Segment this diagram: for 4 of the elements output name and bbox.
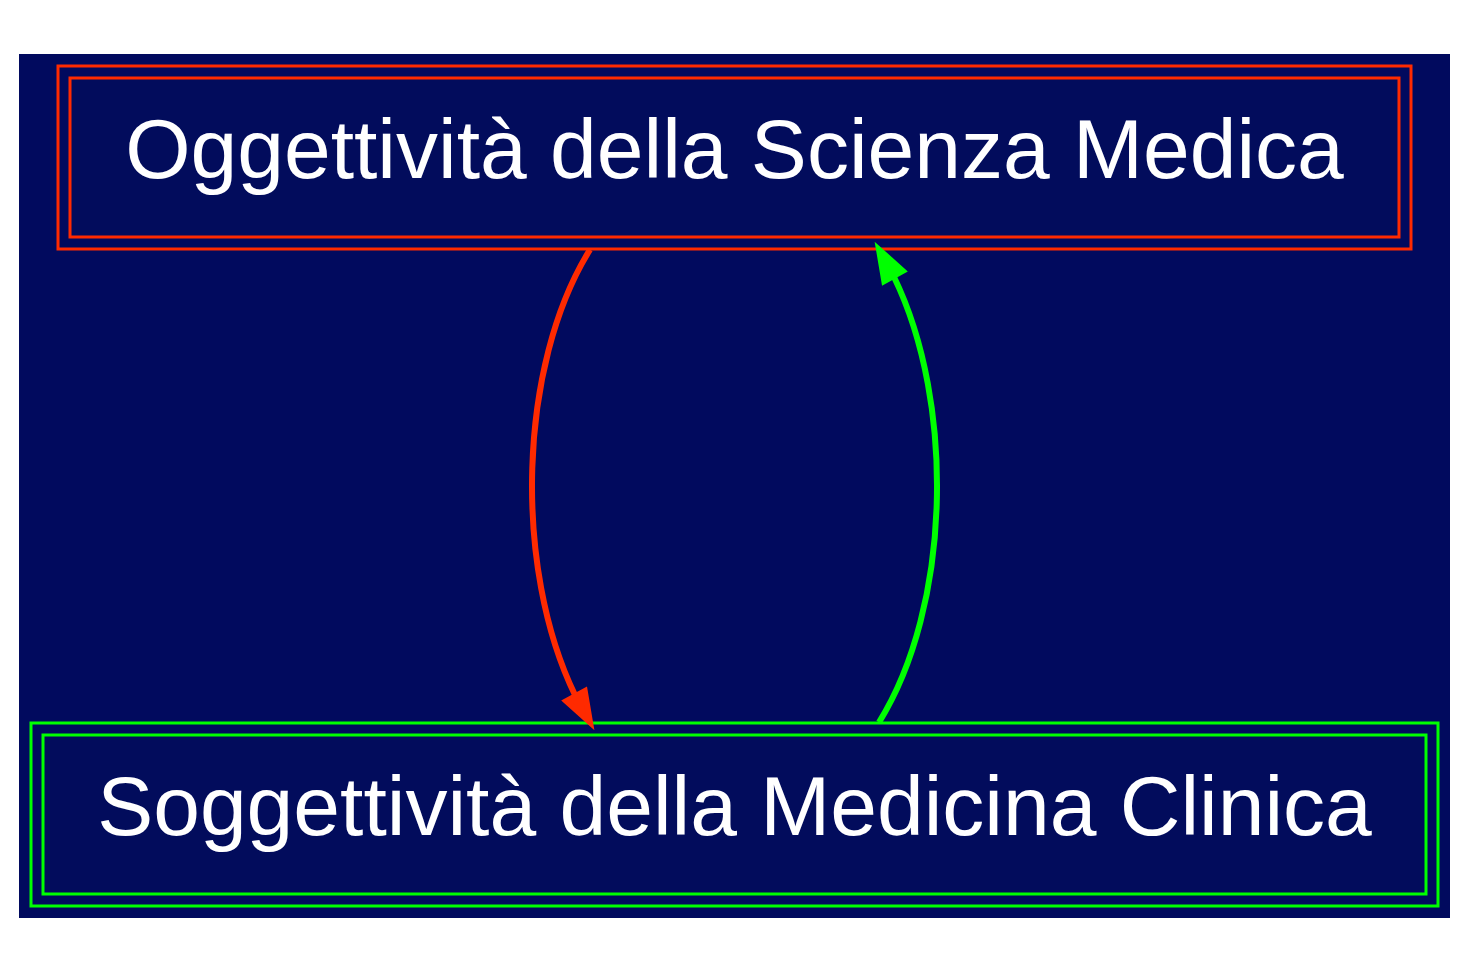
arrow (874, 241, 940, 724)
node-box: Oggettività della Scienza Medica (56, 64, 1412, 251)
arrow (528, 248, 594, 731)
node-box: Soggettività della Medicina Clinica (29, 721, 1439, 908)
